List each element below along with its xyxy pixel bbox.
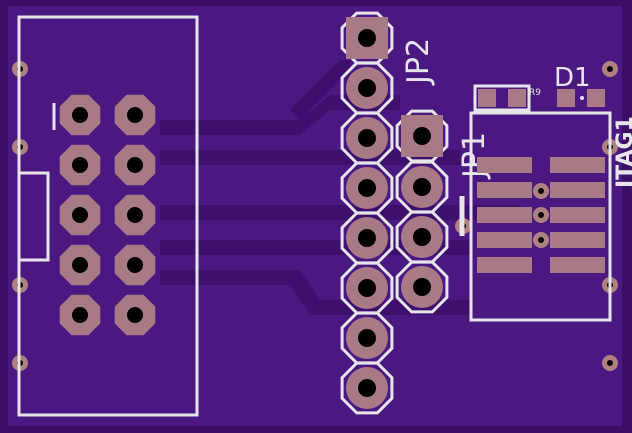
drill-hole (127, 107, 143, 123)
drill-hole (413, 178, 431, 196)
drill-hole (72, 207, 88, 223)
jtag1-pad-left-5 (477, 257, 532, 273)
label-r9: R9 (529, 88, 541, 98)
drill-hole (72, 107, 88, 123)
trace-6 (290, 60, 350, 120)
jtag1-outline (469, 111, 612, 322)
d1-pad-1 (557, 89, 575, 107)
jtag1-pad-right-1 (550, 157, 605, 173)
jtag1-pad-right-2 (550, 182, 605, 198)
drill-hole (72, 257, 88, 273)
drill-hole (358, 179, 376, 197)
d1-polarity-dot (580, 96, 584, 100)
drill-hole (413, 278, 431, 296)
drill-hole (358, 229, 376, 247)
drill-hole (358, 279, 376, 297)
drill-hole (127, 157, 143, 173)
copper-traces (160, 60, 520, 315)
jtag1-pad-right-5 (550, 257, 605, 273)
connector-outline (17, 15, 199, 417)
drill-hole (127, 307, 143, 323)
connector-key (20, 171, 50, 262)
drill-hole (72, 157, 88, 173)
d1-pad-2 (587, 89, 605, 107)
drill-hole (72, 307, 88, 323)
drill-hole (127, 207, 143, 223)
label-d1: D1 (554, 63, 591, 93)
jp1-silk-4 (395, 260, 449, 314)
label-jp2: JP2 (401, 38, 436, 86)
jtag1-pad-left-2 (477, 182, 532, 198)
trace-5 (160, 270, 470, 315)
drill-hole (358, 379, 376, 397)
jp1-header (395, 109, 449, 314)
jtag1-vias (533, 183, 549, 248)
r9-pad-2 (508, 89, 526, 107)
r9-outline (473, 84, 531, 112)
drill-hole (358, 129, 376, 147)
drill-hole (358, 79, 376, 97)
jtag1-pad-left-4 (477, 232, 532, 248)
jtag1-pad-left-3 (477, 207, 532, 223)
drill-hole (413, 228, 431, 246)
header-2x5-pads (59, 94, 156, 336)
drill-hole (413, 127, 431, 145)
drill-hole (358, 329, 376, 347)
jp2-header (340, 11, 394, 415)
trace-1 (160, 95, 400, 135)
trace-3 (160, 205, 520, 220)
jtag1-pad-right-4 (550, 232, 605, 248)
jtag1-pad-right-3 (550, 207, 605, 223)
label-jtag1: JTAG1 (613, 116, 632, 190)
jp2-silk-8 (340, 361, 394, 415)
jtag1-pad-left-1 (477, 157, 532, 173)
drill-hole (127, 257, 143, 273)
drill-hole (358, 29, 376, 47)
jtag1-pads (477, 157, 605, 273)
r9-pad-1 (478, 89, 496, 107)
